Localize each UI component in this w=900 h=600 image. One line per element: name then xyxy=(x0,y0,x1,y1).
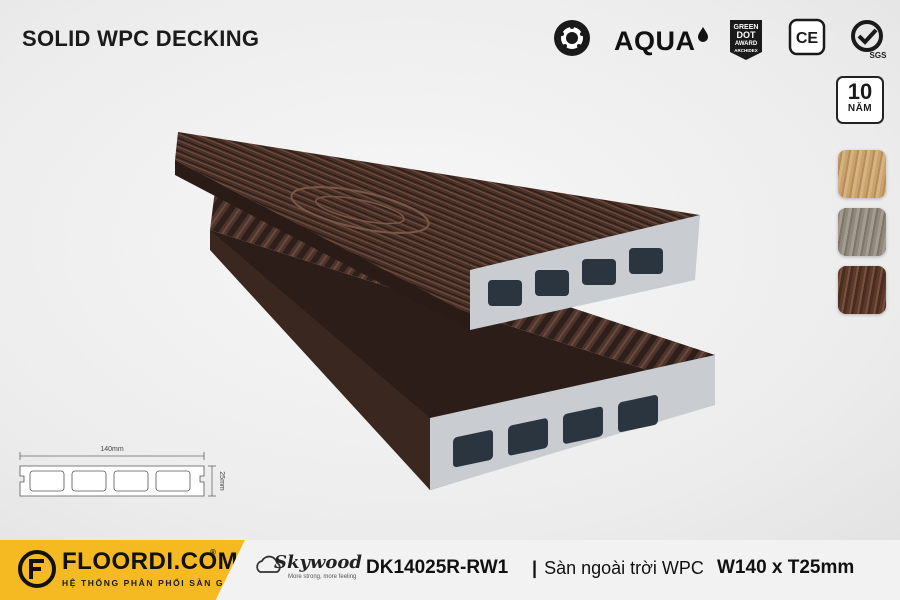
brand-registered-mark: ® xyxy=(210,548,216,557)
footer-bar: FLOORDI.COM ® HỆ THỐNG PHÂN PHỐI SÀN GỖ … xyxy=(0,540,900,600)
warranty-unit: NĂM xyxy=(847,103,873,114)
profile-dimension-diagram: 140mm 25mm xyxy=(14,440,226,510)
height-label: 25mm xyxy=(218,471,225,491)
page-title: SOLID WPC DECKING xyxy=(22,26,260,51)
warranty-number: 10 xyxy=(847,79,873,104)
water-drop-icon xyxy=(698,27,708,42)
profile-cross-section-icon: 140mm 25mm xyxy=(19,446,225,497)
aqua-logo: AQUA xyxy=(614,26,696,56)
floordi-logo-icon xyxy=(18,550,56,588)
sgs-text: SGS xyxy=(870,51,888,60)
width-label: 140mm xyxy=(100,446,124,453)
product-description: | Sàn ngoài trời WPC xyxy=(532,558,704,579)
partner-name: Skywood xyxy=(274,552,363,573)
green-dot-line-2: DOT xyxy=(737,30,757,40)
green-dot-line-4: ARCHIDEX xyxy=(734,48,758,53)
green-dot-line-1: GREEN xyxy=(734,24,759,31)
color-swatch-light-teak[interactable] xyxy=(838,150,886,198)
ce-mark-icon: CE xyxy=(788,18,826,56)
brand-name: FLOORDI.COM xyxy=(62,548,239,575)
ce-text: CE xyxy=(796,30,819,47)
skywood-cloud-icon xyxy=(256,555,281,573)
separator: | xyxy=(532,558,538,578)
green-dot-award-icon: GREEN DOT AWARD ARCHIDEX xyxy=(730,20,762,60)
product-dimensions: W140 x T25mm xyxy=(717,557,855,578)
product-code: DK14025R-RW1 xyxy=(366,557,509,578)
brand-block[interactable]: FLOORDI.COM ® HỆ THỐNG PHÂN PHỐI SÀN GỖ xyxy=(0,540,245,600)
footprint-seal-icon xyxy=(554,20,590,56)
brand-tagline: HỆ THỐNG PHÂN PHỐI SÀN GỖ xyxy=(62,578,233,588)
green-dot-line-3: AWARD xyxy=(735,41,758,47)
product-desc-text: Sàn ngoài trời WPC xyxy=(544,558,704,578)
partner-tagline: More strong, more feeling xyxy=(288,574,357,580)
color-swatch-grey-oak[interactable] xyxy=(838,208,886,256)
color-swatch-dark-walnut[interactable] xyxy=(838,266,886,314)
decking-boards-image xyxy=(175,132,715,490)
sgs-seal-icon: SGS xyxy=(851,20,888,60)
warranty-badge: 10 NĂM xyxy=(836,76,884,124)
certification-logos: AQUA GREEN DOT AWARD ARCHIDEX CE SGS xyxy=(552,18,892,62)
